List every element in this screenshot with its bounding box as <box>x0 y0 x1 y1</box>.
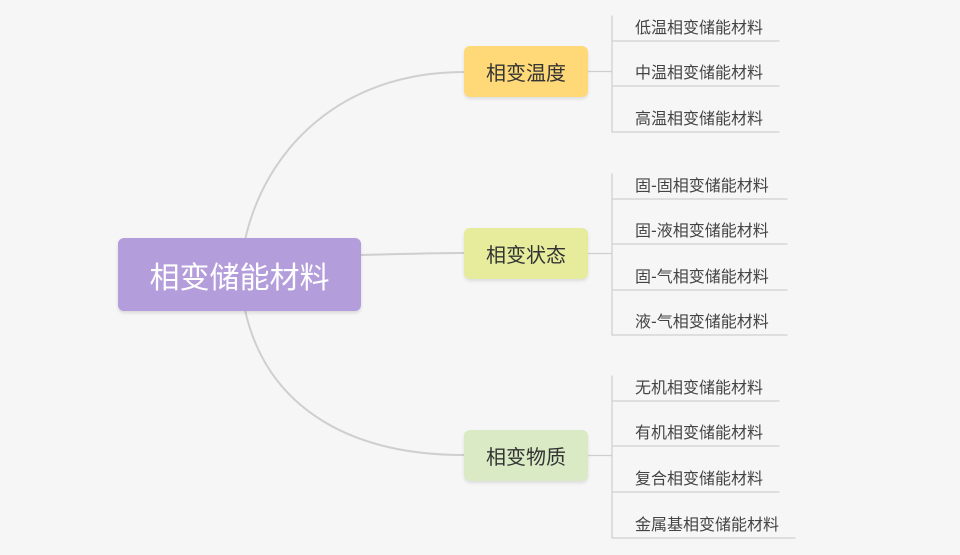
leaf-node[interactable]: 金属基相变储能材料 <box>635 515 780 534</box>
leaf-node[interactable]: 固-液相变储能材料 <box>635 221 769 240</box>
leaf-node[interactable]: 有机相变储能材料 <box>635 423 764 442</box>
root-branch-connector <box>360 252 465 256</box>
leaf-node[interactable]: 无机相变储能材料 <box>635 378 764 397</box>
leaf-node[interactable]: 液-气相变储能材料 <box>635 312 769 331</box>
root-branch-connector <box>244 71 465 241</box>
branch-node-phase-substance[interactable]: 相变物质 <box>464 430 588 481</box>
leaf-node[interactable]: 低温相变储能材料 <box>635 18 764 37</box>
branch-node-phase-temperature[interactable]: 相变温度 <box>464 46 588 97</box>
root-node[interactable]: 相变储能材料 <box>118 238 361 311</box>
leaf-node[interactable]: 复合相变储能材料 <box>635 469 764 488</box>
leaf-node[interactable]: 固-气相变储能材料 <box>635 267 769 286</box>
leaf-node[interactable]: 固-固相变储能材料 <box>635 176 769 195</box>
leaf-node[interactable]: 高温相变储能材料 <box>635 109 764 128</box>
root-branch-connector <box>244 309 465 456</box>
leaf-node[interactable]: 中温相变储能材料 <box>635 63 764 82</box>
branch-node-phase-state[interactable]: 相变状态 <box>464 228 588 279</box>
